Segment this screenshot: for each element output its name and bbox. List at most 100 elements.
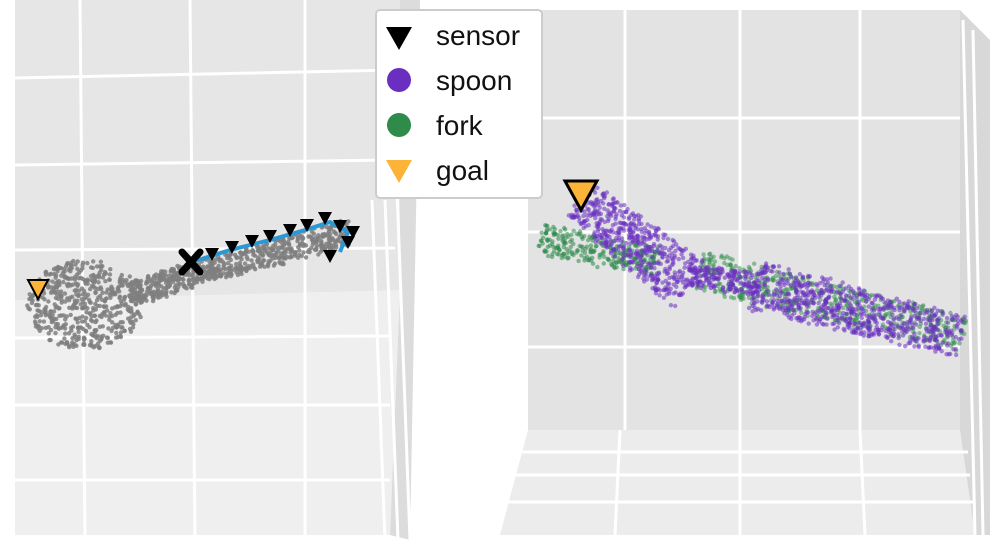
spoon-point	[945, 343, 950, 348]
cloud-point	[234, 261, 239, 267]
cloud-point	[75, 320, 80, 325]
spoon-point	[747, 280, 752, 285]
spoon-point	[931, 332, 936, 337]
fork-point	[722, 256, 727, 261]
cloud-point	[81, 326, 86, 332]
spoon-point	[700, 258, 705, 263]
spoon-point	[785, 290, 791, 295]
spoon-point	[847, 320, 852, 325]
cloud-point	[252, 253, 258, 258]
spoon-point	[627, 236, 632, 241]
cloud-point	[118, 298, 124, 304]
cloud-point	[270, 256, 275, 261]
cloud-point	[70, 294, 75, 299]
cloud-point	[311, 231, 316, 236]
spoon-point	[637, 267, 642, 272]
spoon-point	[785, 297, 790, 302]
spoon-point	[807, 274, 813, 279]
fork-point	[621, 266, 626, 272]
spoon-point	[620, 257, 625, 262]
spoon-point	[907, 320, 912, 326]
fork-point	[814, 288, 820, 293]
cloud-point	[74, 343, 79, 348]
spoon-point	[648, 235, 654, 240]
cloud-point	[88, 286, 93, 292]
spoon-point	[791, 307, 797, 313]
fork-point	[702, 288, 707, 293]
sensor-marker	[263, 230, 277, 243]
spoon-point	[732, 270, 737, 276]
cloud-point	[85, 322, 90, 328]
fork-point	[733, 263, 738, 269]
cloud-point	[59, 340, 65, 345]
sensor-marker	[300, 219, 314, 232]
fork-point	[716, 281, 722, 286]
cloud-point	[168, 269, 173, 274]
cloud-point	[169, 290, 174, 295]
spoon-point	[774, 287, 779, 292]
spoon-point	[616, 247, 621, 253]
cloud-point	[303, 243, 309, 248]
spoon-point	[681, 277, 687, 282]
cloud-point	[159, 289, 165, 294]
spoon-point	[618, 203, 623, 208]
cloud-point	[295, 239, 300, 244]
cloud-point	[166, 279, 172, 284]
cloud-point	[83, 304, 88, 310]
spoon-point	[853, 321, 858, 327]
spoon-point	[820, 321, 825, 326]
fork-point	[773, 274, 778, 279]
fork-point	[569, 251, 575, 257]
spoon-point	[818, 316, 823, 322]
fork-point	[540, 241, 545, 246]
spoon-point	[631, 221, 636, 227]
spoon-point	[897, 342, 902, 347]
cloud-point	[70, 304, 75, 310]
spoon-point	[761, 271, 766, 276]
cloud-point	[49, 319, 54, 325]
fork-point	[539, 230, 544, 235]
spoon-point	[771, 264, 776, 269]
spoon-point	[612, 247, 617, 252]
spoon-point	[643, 268, 649, 273]
spoon-point	[900, 329, 905, 334]
cloud-point	[99, 286, 104, 292]
fork-point	[738, 295, 743, 300]
cloud-point	[235, 272, 241, 278]
spoon-point	[680, 255, 686, 261]
cloud-point	[114, 330, 119, 336]
cloud-point	[98, 293, 103, 299]
cloud-point	[53, 281, 58, 286]
spoon-point	[830, 321, 835, 327]
fork-point	[728, 262, 733, 268]
cloud-point	[139, 288, 144, 293]
spoon-point	[627, 247, 633, 252]
spoon-point	[890, 312, 895, 317]
spoon-point	[693, 258, 698, 263]
left-3d-axes	[14, 0, 420, 541]
spoon-point	[824, 288, 829, 293]
sensor-marker	[333, 220, 347, 233]
cloud-point	[277, 255, 283, 260]
spoon-point	[750, 309, 755, 314]
legend-fork-marker	[387, 113, 411, 137]
cloud-point	[108, 340, 114, 345]
cloud-point	[97, 345, 102, 350]
cloud-point	[274, 250, 279, 255]
spoon-point	[928, 315, 933, 320]
cloud-point	[245, 256, 250, 262]
spoon-point	[842, 317, 848, 323]
spoon-point	[602, 206, 607, 211]
spoon-point	[626, 216, 632, 221]
cloud-point	[70, 340, 75, 345]
spoon-point	[908, 340, 913, 345]
spoon-point	[841, 310, 846, 316]
cloud-point	[266, 252, 272, 258]
cloud-point	[25, 303, 30, 308]
spoon-point	[659, 244, 664, 249]
cloud-point	[107, 272, 113, 277]
spoon-point	[830, 287, 835, 292]
spoon-point	[608, 229, 613, 234]
spoon-point	[707, 280, 712, 285]
fork-point	[577, 243, 582, 249]
